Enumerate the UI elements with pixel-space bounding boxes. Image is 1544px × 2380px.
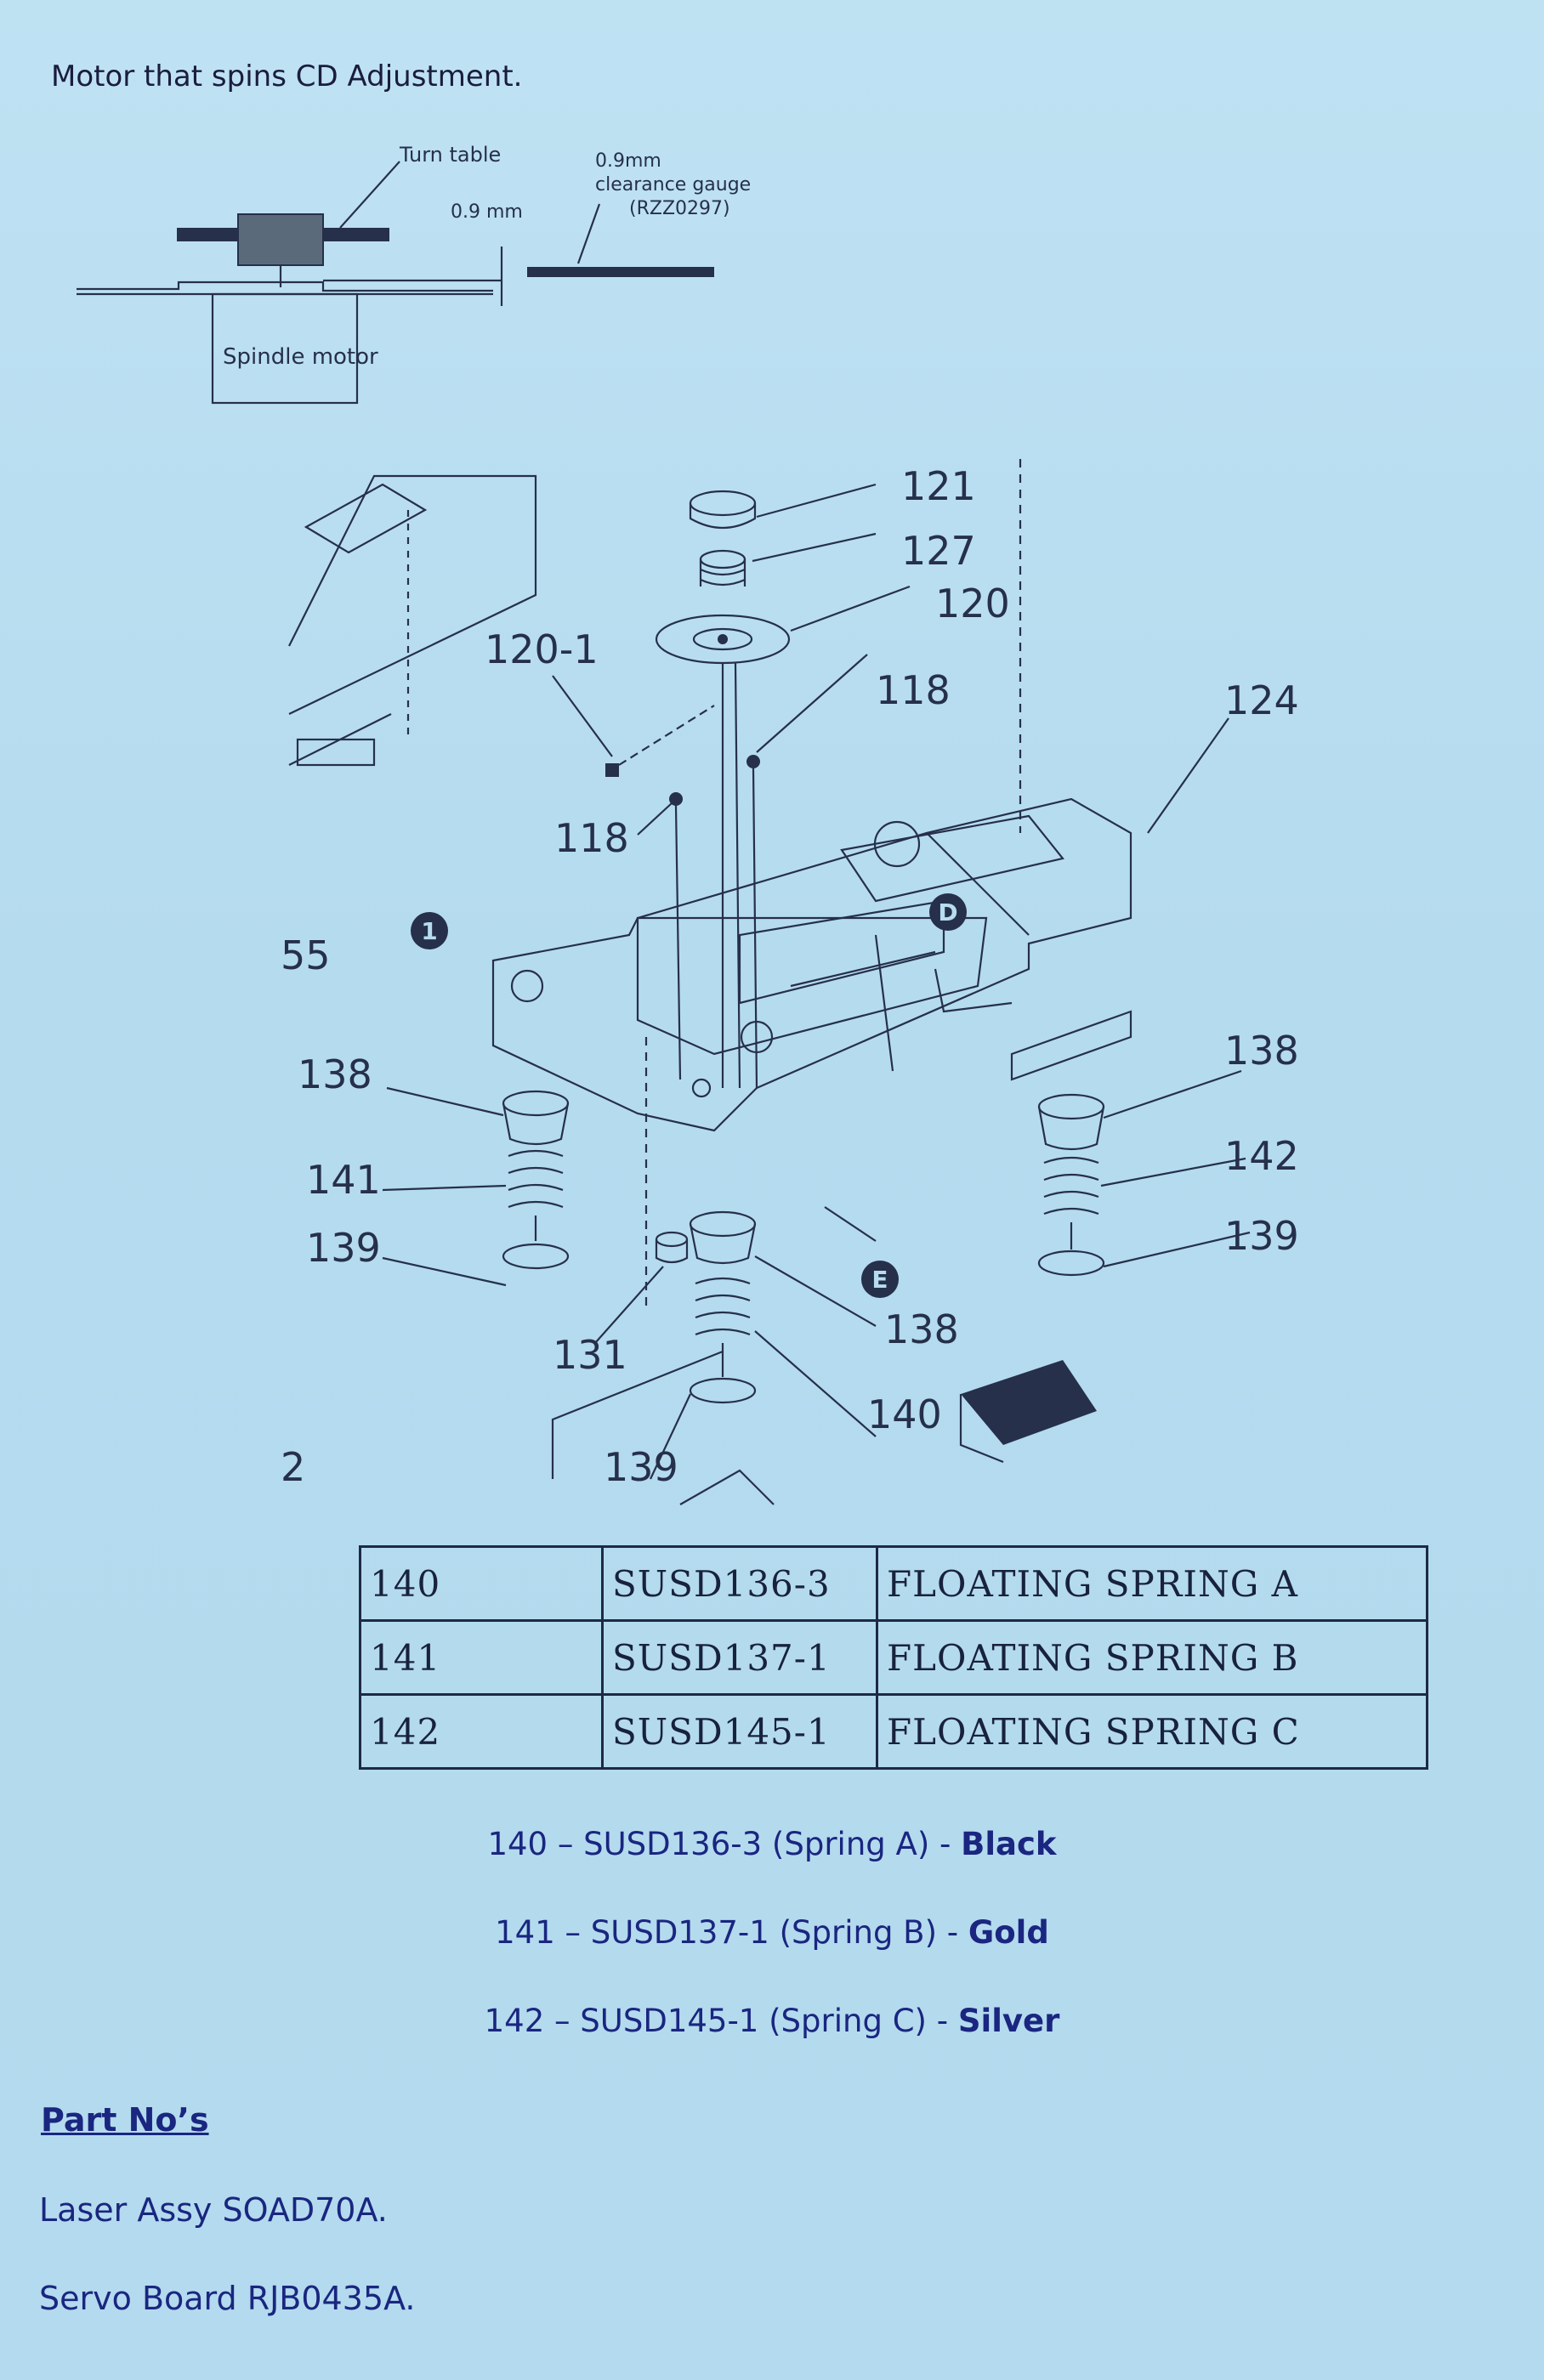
- callout-118-upper: 118: [876, 667, 951, 713]
- spring-color-text: 142 – SUSD145-1 (Spring C) -: [484, 2003, 958, 2039]
- callout-138-right: 138: [1224, 1028, 1299, 1074]
- parts-table: 140 SUSD136-3 FLOATING SPRING A 141 SUSD…: [359, 1545, 1428, 1770]
- table-row: 140 SUSD136-3 FLOATING SPRING A: [359, 1545, 1428, 1622]
- callout-142: 142: [1224, 1133, 1299, 1179]
- spring-color-text: 140 – SUSD136-3 (Spring A) -: [487, 1826, 962, 1862]
- svg-text:E: E: [871, 1266, 888, 1294]
- gauge-label-line1: 0.9mm: [595, 150, 661, 172]
- table-cell-ref: 142: [359, 1693, 604, 1770]
- motor-label: Spindle motor: [223, 344, 378, 370]
- exploded-mechanism-diagram: 121 127 120 120-1 118 118 124 55 138 141…: [281, 459, 1299, 1505]
- callout-labels: 121 127 120 120-1 118 118 124 55 138 141…: [281, 463, 1299, 1490]
- table-row: 142 SUSD145-1 FLOATING SPRING C: [359, 1693, 1428, 1770]
- spring-color-line-a: 140 – SUSD136-3 (Spring A) - Black: [0, 1826, 1544, 1862]
- callout-120: 120: [935, 581, 1010, 626]
- callout-141: 141: [306, 1157, 381, 1203]
- background-unit: [288, 474, 537, 767]
- callout-139-left: 139: [306, 1225, 381, 1271]
- screw-118-right: [746, 755, 760, 768]
- gauge-label-line3: (RZZ0297): [629, 198, 730, 219]
- callout-138-left: 138: [298, 1051, 372, 1097]
- table-cell-ref: 140: [359, 1545, 604, 1622]
- callout-131: 131: [553, 1332, 627, 1378]
- part-127-spring: [699, 549, 746, 570]
- svg-text:D: D: [938, 898, 957, 926]
- turntable-clearance-diagram: Turn table 0.9 mm 0.9mm clearance gauge …: [77, 143, 751, 405]
- connector-block: [959, 1360, 1097, 1464]
- spring-color-line-b: 141 – SUSD137-1 (Spring B) - Gold: [0, 1914, 1544, 1951]
- spindle-motor-box: [211, 292, 359, 405]
- badges: 1 D E: [411, 893, 967, 1298]
- table-row: 141 SUSD137-1 FLOATING SPRING B: [359, 1619, 1428, 1696]
- spring-color-value: Black: [961, 1826, 1057, 1862]
- table-cell-ref: 141: [359, 1619, 604, 1696]
- spring-color-value: Silver: [957, 2003, 1060, 2039]
- mechanism-chassis: [491, 459, 1132, 1309]
- part-120-1: [605, 763, 619, 777]
- badge-e: [861, 1261, 899, 1298]
- table-cell-description: FLOATING SPRING C: [876, 1693, 1428, 1770]
- servo-board-note: Servo Board RJB0435A.: [39, 2280, 416, 2317]
- turntable-label: Turn table: [399, 143, 501, 167]
- spring-stack-center: [655, 1210, 757, 1404]
- callout-139-center: 139: [604, 1444, 678, 1490]
- badge-1: [411, 912, 448, 949]
- callout-118-lower: 118: [554, 815, 629, 861]
- turntable-hub: [237, 213, 324, 266]
- part-131: [655, 1231, 689, 1248]
- gauge-label-line2: clearance gauge: [595, 174, 751, 196]
- table-cell-part-no: SUSD137-1: [601, 1619, 878, 1696]
- laser-assy-note: Laser Assy SOAD70A.: [39, 2191, 388, 2229]
- callout-120-1: 120-1: [485, 626, 599, 672]
- spring-color-text: 141 – SUSD137-1 (Spring B) -: [495, 1914, 968, 1951]
- clearance-gauge: [527, 267, 714, 277]
- part-numbers-heading: Part No’s: [41, 2101, 209, 2139]
- spring-color-line-c: 142 – SUSD145-1 (Spring C) - Silver: [0, 2003, 1544, 2039]
- leader-lines: [382, 483, 1251, 1480]
- callout-55: 55: [281, 932, 331, 978]
- screw-118-left: [669, 792, 683, 806]
- badge-d: [929, 893, 967, 931]
- chassis-plate: [77, 280, 493, 292]
- top-parts-stack: [655, 490, 791, 1089]
- screws: [605, 705, 760, 1089]
- spring-color-value: Gold: [968, 1914, 1049, 1951]
- page-title: Motor that spins CD Adjustment.: [51, 60, 523, 94]
- table-cell-description: FLOATING SPRING A: [876, 1545, 1428, 1622]
- spring-stack-right: [1037, 1093, 1105, 1277]
- table-cell-description: FLOATING SPRING B: [876, 1619, 1428, 1696]
- table-cell-part-no: SUSD145-1: [601, 1693, 878, 1770]
- spring-stack-left: [502, 1090, 570, 1270]
- part-121-cap: [689, 490, 757, 517]
- svg-text:1: 1: [421, 917, 437, 945]
- table-cell-part-no: SUSD136-3: [601, 1545, 878, 1622]
- callout-138-center: 138: [884, 1306, 959, 1352]
- callout-124: 124: [1224, 677, 1299, 723]
- callout-127: 127: [901, 528, 976, 574]
- callout-121: 121: [901, 463, 976, 509]
- callout-140: 140: [867, 1391, 942, 1437]
- gap-label: 0.9 mm: [451, 201, 523, 223]
- callout-2: 2: [281, 1444, 305, 1490]
- callout-139-right: 139: [1224, 1213, 1299, 1259]
